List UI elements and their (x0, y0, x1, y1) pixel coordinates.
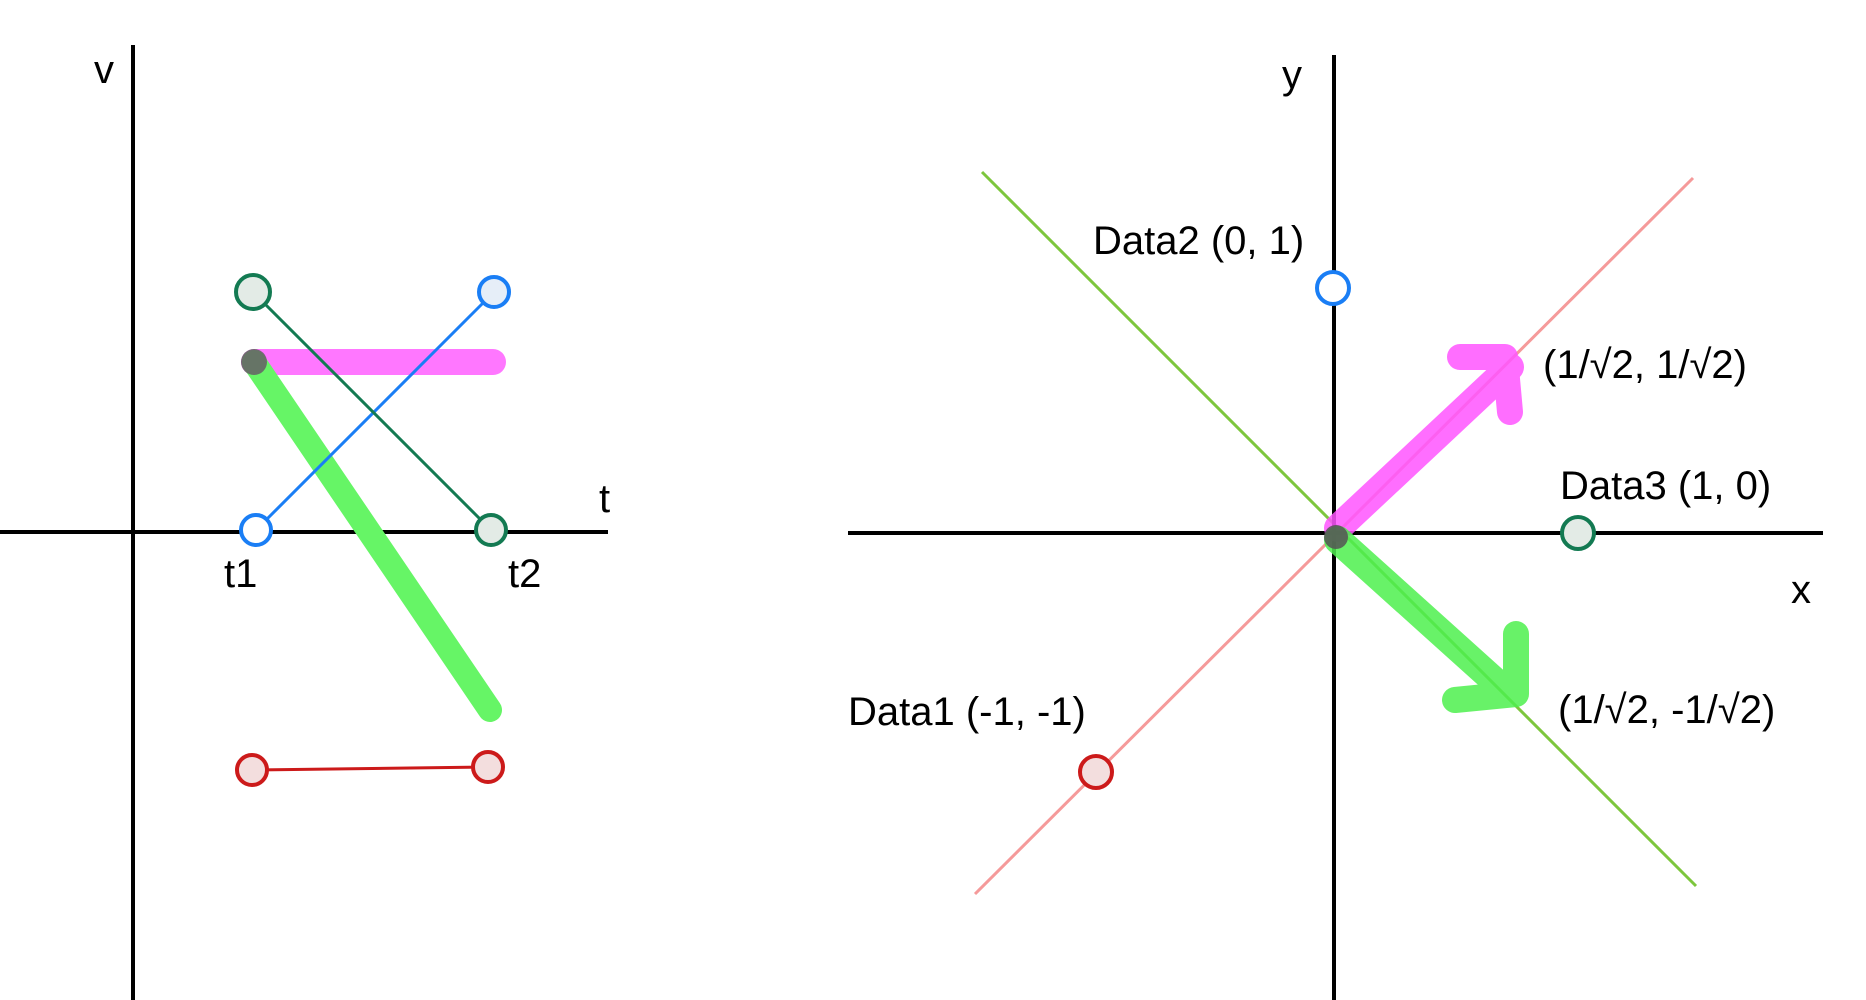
right-plot: y x Data2 (0, 1) Data3 (1, 0) Data1 (-1,… (848, 53, 1823, 1000)
origin-dark-dot (1324, 525, 1348, 549)
data1-point (1078, 754, 1114, 790)
left-x-axis-label: t (599, 477, 610, 521)
left-plot: v t t1 t2 (0, 45, 610, 1000)
data1-label: Data1 (-1, -1) (848, 690, 1086, 734)
data3-label: Data3 (1, 0) (1560, 464, 1771, 508)
data2-point (1315, 270, 1351, 306)
left-y-axis-label: v (94, 48, 114, 92)
data3-point-t2 (474, 513, 508, 547)
data3-point (1560, 515, 1596, 551)
pc1-vector-label: (1/√2, 1/√2) (1543, 343, 1747, 387)
data2-point-t1 (239, 513, 273, 547)
right-y-axis-label: y (1282, 53, 1302, 97)
pc2-band (242, 350, 502, 722)
data2-point-t2 (477, 275, 511, 309)
pc2-vector-label: (1/√2, -1/√2) (1558, 688, 1775, 732)
data1-line (251, 765, 489, 772)
data1-point-t1 (235, 753, 269, 787)
origin-dark-dot (241, 349, 267, 375)
data2-label: Data2 (0, 1) (1093, 219, 1304, 263)
pc2-arrow (1324, 526, 1529, 713)
tick-label-t1: t1 (224, 552, 257, 596)
right-x-axis-label: x (1791, 568, 1811, 612)
data2-line (254, 290, 496, 532)
data1-point-t2 (471, 750, 505, 784)
data3-point-t1 (234, 273, 272, 311)
pc1-arrow (1324, 344, 1524, 542)
data3-line (251, 290, 493, 532)
tick-label-t2: t2 (508, 552, 541, 596)
